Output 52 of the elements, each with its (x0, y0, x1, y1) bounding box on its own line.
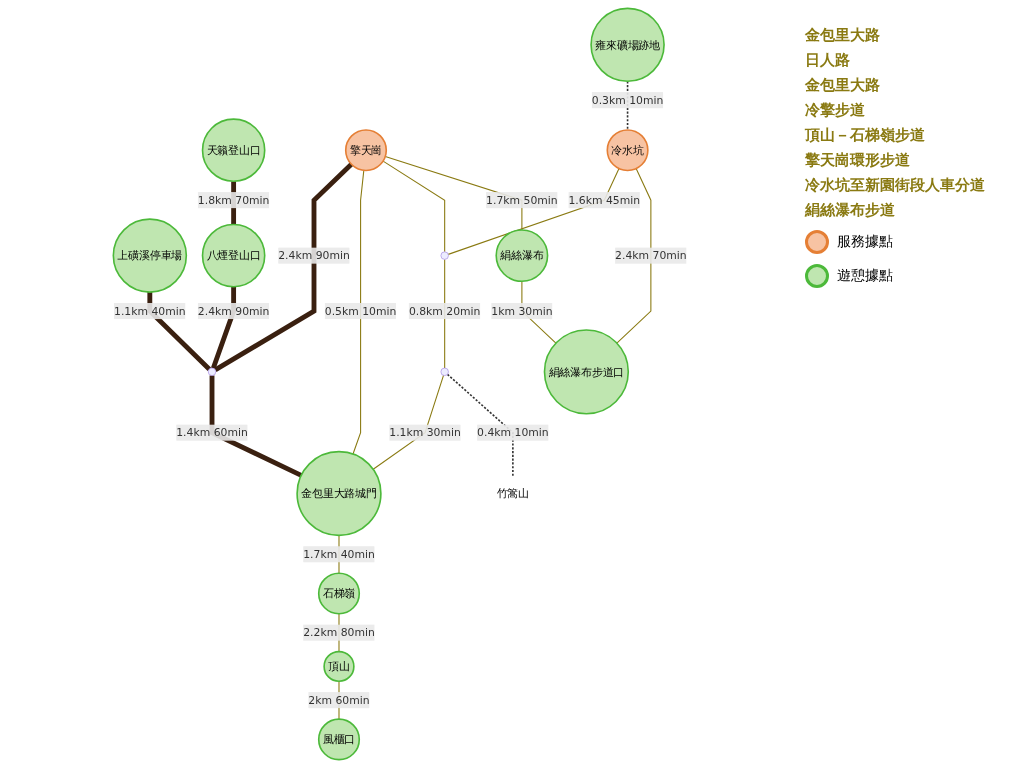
node-circle: 風櫃口 (317, 718, 361, 761)
node-circle (207, 367, 217, 376)
edge-label: 1.1km 30min (389, 426, 461, 440)
edge-label: 0.8km 20min (408, 304, 481, 318)
edge-label: 1km 30min (491, 304, 553, 318)
edge-label: 2.4km 90min (278, 249, 350, 263)
node-circle: 石梯嶺 (317, 572, 361, 615)
edge-label: 2.4km 70min (615, 249, 687, 263)
edge-label: 0.5km 10min (324, 304, 397, 318)
connector (447, 168, 620, 255)
connector (382, 160, 446, 253)
legend-label: 服務據點 (837, 233, 893, 251)
trail-name: 頂山－石梯嶺步道 (805, 126, 926, 145)
edge-label: 1.1km 40min (114, 304, 186, 318)
legend-label: 遊憩據點 (837, 267, 893, 285)
connector (446, 373, 514, 479)
node-circle: 金包里大路城門 (296, 450, 382, 537)
connector (352, 169, 365, 455)
trail-name: 日人路 (805, 51, 851, 70)
node-circle: 雍來礦場跡地 (590, 7, 665, 83)
node-circle: 天籟登山口 (201, 118, 266, 183)
node-circle (440, 367, 449, 376)
trail-name: 擎天崗環形步道 (805, 151, 911, 170)
trail-name: 冷水坑至新園街段人車分道 (805, 176, 986, 195)
node-text: 竹篙山 (496, 486, 530, 500)
trail-name: 絹絲瀑布步道 (805, 201, 896, 220)
edge-label: 2.4km 90min (197, 304, 270, 318)
connector (147, 292, 211, 371)
connector (214, 162, 354, 372)
edge-label: 1.8km 70min (197, 193, 270, 207)
node-circle: 頂山 (323, 650, 355, 683)
edge-label: 1.6km 45min (568, 193, 641, 207)
edge-label: 0.4km 10min (477, 426, 549, 440)
node-circle: 上磺溪停車場 (112, 218, 188, 293)
edge-label: 1.4km 60min (176, 426, 248, 440)
connector (209, 375, 303, 478)
trail-name: 金包里大路 (805, 26, 881, 45)
node-circle: 擎天崗 (344, 129, 388, 172)
trail-name: 金包里大路 (805, 76, 881, 95)
connector (616, 168, 652, 344)
edge-label: 1.7km 50min (486, 193, 558, 207)
edge-label: 2.2km 80min (303, 626, 375, 640)
edge-label: 2km 60min (308, 693, 370, 707)
node-circle: 八煙登山口 (201, 223, 266, 288)
connector (626, 80, 629, 131)
node-circle: 絹絲瀑布 (495, 229, 549, 283)
node-circle (440, 251, 449, 260)
node-circle: 冷水坑 (606, 129, 649, 172)
edge-label: 0.3km 10min (591, 93, 664, 107)
edge-label: 1.7km 40min (303, 547, 375, 561)
node-circle: 絹絲瀑布步道口 (543, 329, 630, 415)
trail-name: 冷擎步道 (805, 101, 866, 120)
